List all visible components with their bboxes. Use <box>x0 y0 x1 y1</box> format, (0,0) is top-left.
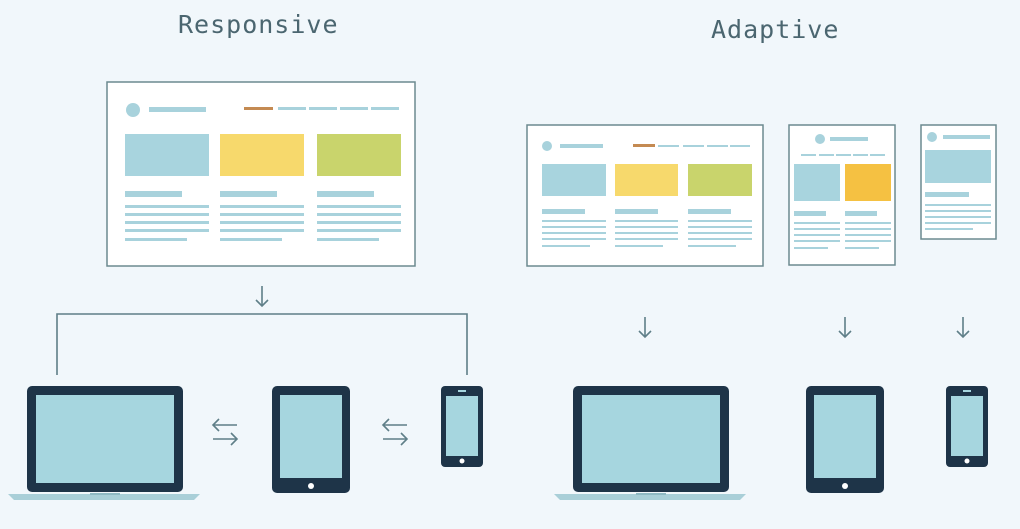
adaptive-tablet-wireframe <box>788 124 896 266</box>
content-block-green <box>317 134 401 176</box>
nav-placeholder <box>371 107 399 110</box>
logo-placeholder <box>126 103 140 117</box>
left-right-arrows-icon <box>211 418 239 446</box>
left-right-arrows-icon <box>381 418 409 446</box>
adaptive-desktop-wireframe <box>526 124 764 267</box>
adaptive-phone-wireframe <box>920 124 997 240</box>
nav-active-placeholder <box>244 107 273 110</box>
down-arrow-icon <box>255 286 269 308</box>
content-block-blue <box>125 134 209 176</box>
responsive-connector <box>56 313 468 375</box>
responsive-wireframe <box>106 81 416 267</box>
adaptive-laptop <box>554 386 746 500</box>
adaptive-title: Adaptive <box>711 15 840 44</box>
nav-placeholder <box>278 107 306 110</box>
responsive-tablet <box>272 386 350 493</box>
responsive-laptop <box>8 386 200 500</box>
nav-placeholder <box>340 107 368 110</box>
responsive-phone <box>441 386 483 467</box>
brand-placeholder <box>149 107 206 112</box>
adaptive-phone <box>946 386 988 467</box>
responsive-title: Responsive <box>178 10 339 39</box>
down-arrow-icon <box>638 317 652 339</box>
nav-placeholder <box>309 107 337 110</box>
content-block-yellow <box>220 134 304 176</box>
down-arrow-icon <box>956 317 970 339</box>
adaptive-tablet <box>806 386 884 493</box>
down-arrow-icon <box>838 317 852 339</box>
text-placeholders <box>125 191 401 241</box>
